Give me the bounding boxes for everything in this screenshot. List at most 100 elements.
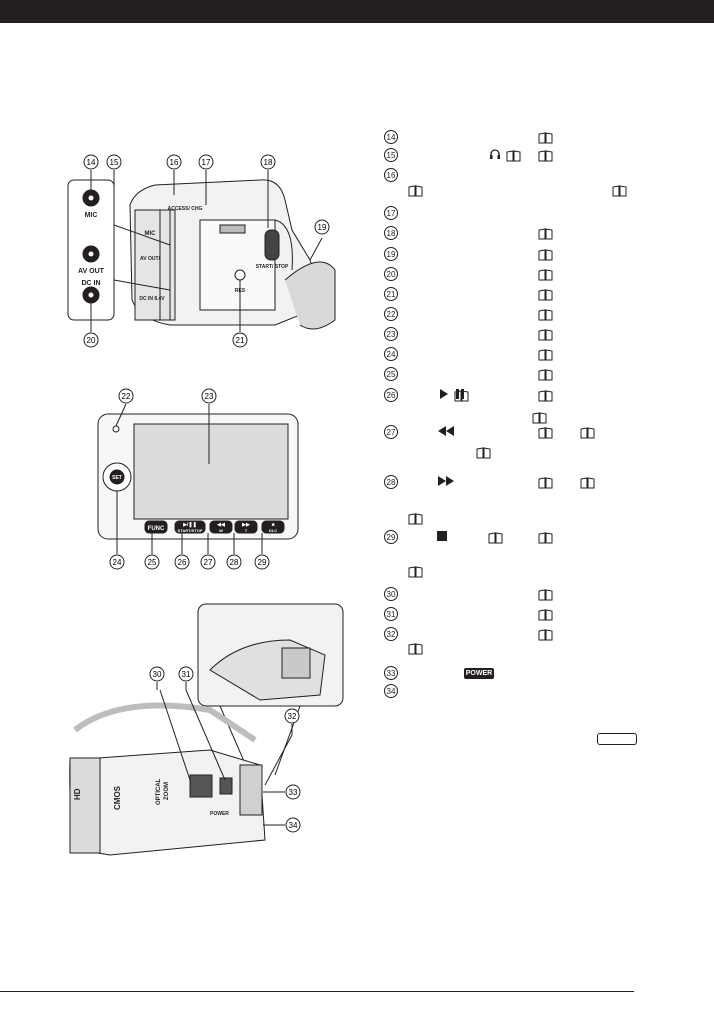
set-button[interactable]: SET bbox=[112, 475, 122, 481]
svg-text:34: 34 bbox=[289, 821, 298, 830]
callout-number: 28 bbox=[384, 475, 398, 489]
callout-list-item: 33 POWER bbox=[384, 666, 664, 684]
svg-text:15: 15 bbox=[110, 158, 119, 167]
zoom-label: ZOOM bbox=[164, 782, 170, 800]
svg-text:33: 33 bbox=[289, 788, 298, 797]
book-icon bbox=[580, 426, 595, 439]
book-icon bbox=[408, 512, 423, 525]
book-icon bbox=[408, 184, 423, 197]
callout-list-item: 17 bbox=[384, 206, 664, 224]
rewind-icon bbox=[436, 425, 456, 440]
play-pause-button[interactable]: ▶/❚❚ bbox=[182, 522, 197, 528]
start-stop-label: START/ STOP bbox=[256, 264, 289, 270]
callout-22: 22 bbox=[118, 388, 134, 404]
svg-text:START/STOP: START/STOP bbox=[178, 528, 203, 533]
access-chg-label: ACCESS/ CHG bbox=[168, 206, 203, 212]
svg-text:19: 19 bbox=[318, 223, 327, 232]
callout-28: 28 bbox=[226, 554, 242, 570]
callout-list-item: 20 bbox=[384, 267, 664, 285]
book-icon bbox=[538, 131, 553, 144]
book-icon bbox=[538, 248, 553, 261]
bottom-rule bbox=[0, 991, 634, 992]
callout-number: 16 bbox=[384, 168, 398, 182]
book-icon bbox=[538, 476, 553, 489]
book-icon bbox=[538, 308, 553, 321]
callout-21: 21 bbox=[232, 332, 248, 348]
dc-in-small-label: DC IN 8.4V bbox=[139, 296, 165, 302]
callout-number: 23 bbox=[384, 327, 398, 341]
callout-number: 25 bbox=[384, 367, 398, 381]
callout-25: 25 bbox=[144, 554, 160, 570]
callout-list-item: 19 bbox=[384, 247, 664, 265]
book-icon bbox=[488, 531, 503, 544]
svg-text:24: 24 bbox=[113, 558, 122, 567]
callout-list-item: 21 bbox=[384, 287, 664, 305]
callout-list-item: 34 bbox=[384, 684, 664, 702]
svg-text:DLC: DLC bbox=[269, 528, 277, 533]
callout-number: 32 bbox=[384, 627, 398, 641]
book-icon bbox=[612, 184, 627, 197]
power-badge: POWER bbox=[464, 668, 494, 679]
book-icon bbox=[454, 389, 469, 402]
book-icon bbox=[476, 446, 491, 459]
res-label: RES bbox=[235, 288, 246, 294]
func-button[interactable]: FUNC bbox=[148, 526, 165, 532]
callout-33: 33 bbox=[285, 784, 301, 800]
callout-number: 20 bbox=[384, 267, 398, 281]
callout-number: 22 bbox=[384, 307, 398, 321]
empty-label-box bbox=[597, 733, 637, 745]
book-icon bbox=[408, 642, 423, 655]
svg-text:28: 28 bbox=[230, 558, 239, 567]
callout-15: 15 bbox=[106, 154, 122, 170]
svg-text:18: 18 bbox=[264, 158, 273, 167]
book-icon bbox=[538, 348, 553, 361]
lcd-panel-figure: SET FUNC ▶/❚❚ START/STOP ◀◀ W ▶▶ T ■ DLC… bbox=[97, 388, 299, 570]
cmos-label: CMOS bbox=[113, 785, 122, 810]
callout-list-item: 27 bbox=[384, 425, 664, 443]
callout-number: 34 bbox=[384, 684, 398, 698]
callout-number: 26 bbox=[384, 388, 398, 402]
svg-text:26: 26 bbox=[178, 558, 187, 567]
av-out-small-label: AV OUT/ bbox=[140, 256, 161, 262]
callout-31: 31 bbox=[178, 666, 194, 682]
stop-button[interactable]: ■ bbox=[271, 522, 274, 528]
svg-text:30: 30 bbox=[153, 670, 162, 679]
book-icon bbox=[580, 476, 595, 489]
callout-number: 17 bbox=[384, 206, 398, 220]
book-icon bbox=[538, 588, 553, 601]
book-icon bbox=[538, 288, 553, 301]
callout-number: 14 bbox=[384, 130, 398, 144]
camcorder-side-figure: 14 15 16 17 18 19 20 21 MIC AV OUT DC IN… bbox=[67, 154, 336, 348]
svg-text:16: 16 bbox=[170, 158, 179, 167]
callout-number: 33 bbox=[384, 666, 398, 680]
book-icon bbox=[538, 389, 553, 402]
callout-list-item: 22 bbox=[384, 307, 664, 325]
rewind-button[interactable]: ◀◀ bbox=[216, 522, 225, 528]
book-icon bbox=[538, 628, 553, 641]
callout-24: 24 bbox=[109, 554, 125, 570]
svg-text:27: 27 bbox=[204, 558, 213, 567]
callout-list-item: 25 bbox=[384, 367, 664, 385]
callout-list-item: 18 bbox=[384, 226, 664, 244]
callout-list-item: 29 bbox=[384, 530, 664, 548]
callout-34: 34 bbox=[285, 817, 301, 833]
callout-26: 26 bbox=[174, 554, 190, 570]
callout-number: 15 bbox=[384, 148, 398, 162]
callout-list-item: 32 bbox=[384, 627, 664, 645]
callout-list-item: 23 bbox=[384, 327, 664, 345]
svg-text:31: 31 bbox=[182, 670, 191, 679]
callout-30: 30 bbox=[149, 666, 165, 682]
stop-icon bbox=[436, 530, 448, 545]
callout-17: 17 bbox=[198, 154, 214, 170]
svg-text:T: T bbox=[245, 528, 248, 533]
optical-label: OPTICAL bbox=[156, 778, 162, 805]
book-icon bbox=[408, 565, 423, 578]
svg-text:23: 23 bbox=[205, 392, 214, 401]
callout-number: 24 bbox=[384, 347, 398, 361]
callout-list-item: 14 bbox=[384, 130, 664, 148]
camcorder-top-figure: HD CMOS OPTICAL ZOOM POWER 30 31 32 33 3… bbox=[69, 603, 344, 856]
callout-23: 23 bbox=[201, 388, 217, 404]
callout-list-item: 28 bbox=[384, 475, 664, 493]
callout-16: 16 bbox=[166, 154, 182, 170]
ff-button[interactable]: ▶▶ bbox=[241, 522, 251, 528]
